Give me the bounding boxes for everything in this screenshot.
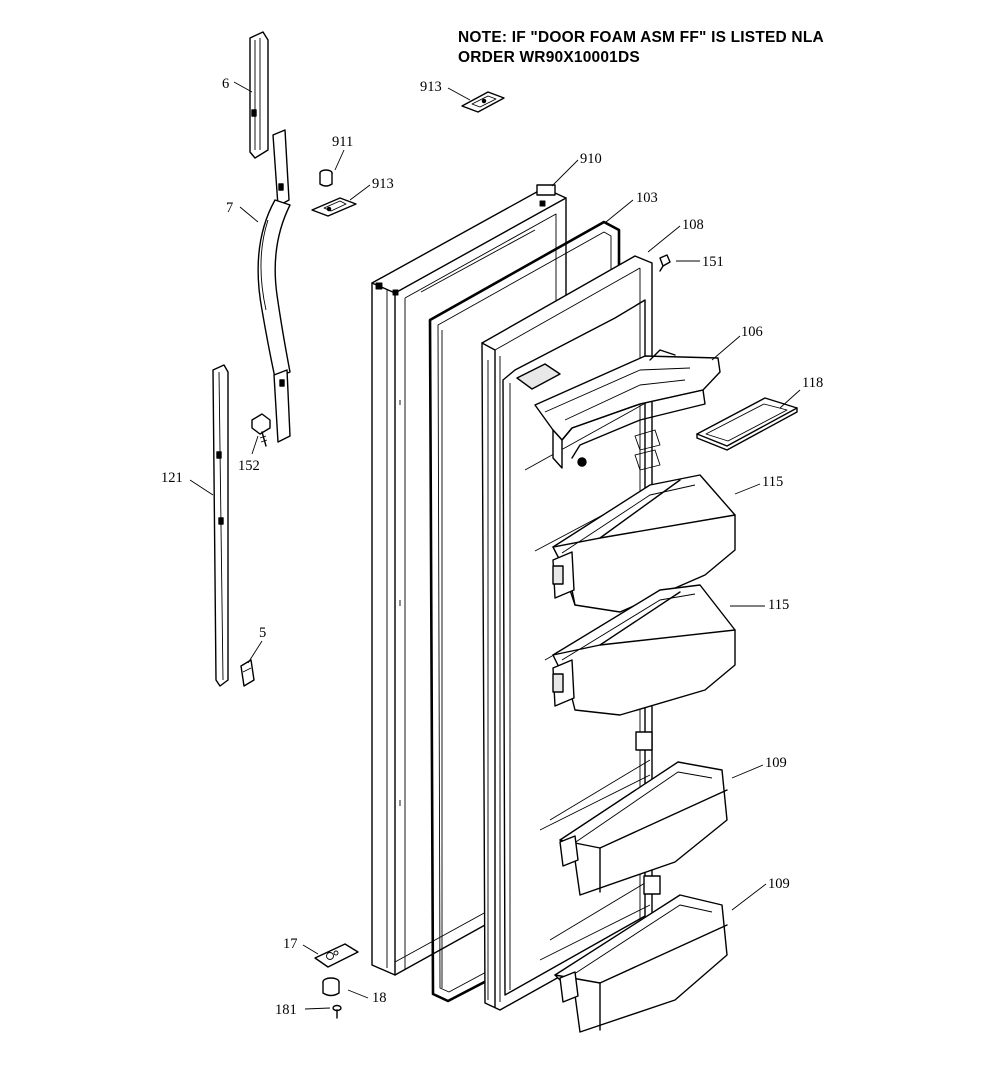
callout-6: 6	[222, 76, 229, 92]
door-tray-118	[696, 397, 798, 451]
leader-lines	[189, 81, 801, 1010]
callout-118: 118	[802, 375, 823, 391]
hinge-cover-913-top	[461, 91, 505, 113]
screw-181	[332, 1004, 342, 1019]
callout-18: 18	[372, 990, 387, 1006]
door-bin-115-upper	[552, 474, 736, 613]
callout-17: 17	[283, 936, 298, 952]
door-bin-109-lower	[539, 894, 728, 1033]
callout-103: 103	[636, 190, 658, 206]
callout-910: 910	[580, 151, 602, 167]
plug-911	[319, 169, 333, 187]
callout-151: 151	[702, 254, 724, 270]
callout-108: 108	[682, 217, 704, 233]
screw-152	[251, 413, 271, 447]
callout-109-upper: 109	[765, 755, 787, 771]
door-bin-115-lower	[552, 584, 736, 751]
door-bin-109-upper	[539, 761, 728, 896]
hinge-plate-17	[314, 943, 359, 968]
hinge-bushing-18	[322, 977, 340, 997]
callout-labels: 6 7 121 152 5 911 913 913 910 103 108 15…	[161, 76, 823, 1018]
callout-109-lower: 109	[768, 876, 790, 892]
hinge-cover-913-mid	[311, 197, 357, 217]
callout-181: 181	[275, 1002, 297, 1018]
end-cap-5	[240, 659, 255, 687]
callout-121: 121	[161, 470, 183, 486]
callout-911: 911	[332, 134, 353, 150]
note-line-1: NOTE: IF "DOOR FOAM ASM FF" IS LISTED NL…	[458, 29, 824, 46]
ordering-note: NOTE: IF "DOOR FOAM ASM FF" IS LISTED NL…	[458, 28, 978, 68]
callout-5: 5	[259, 625, 266, 641]
callout-115-upper: 115	[762, 474, 783, 490]
dairy-bin-cover-106	[534, 349, 721, 471]
screw-151	[659, 254, 671, 272]
callout-913-mid: 913	[372, 176, 394, 192]
callout-913-top: 913	[420, 79, 442, 95]
handle-trim-121	[212, 364, 229, 687]
callout-7: 7	[226, 200, 233, 216]
door-handle-7	[257, 129, 291, 443]
callout-106: 106	[741, 324, 763, 340]
callout-115-lower: 115	[768, 597, 789, 613]
callout-152: 152	[238, 458, 260, 474]
handle-trim-6	[249, 31, 269, 159]
note-line-2: ORDER WR90X10001DS	[458, 49, 640, 66]
